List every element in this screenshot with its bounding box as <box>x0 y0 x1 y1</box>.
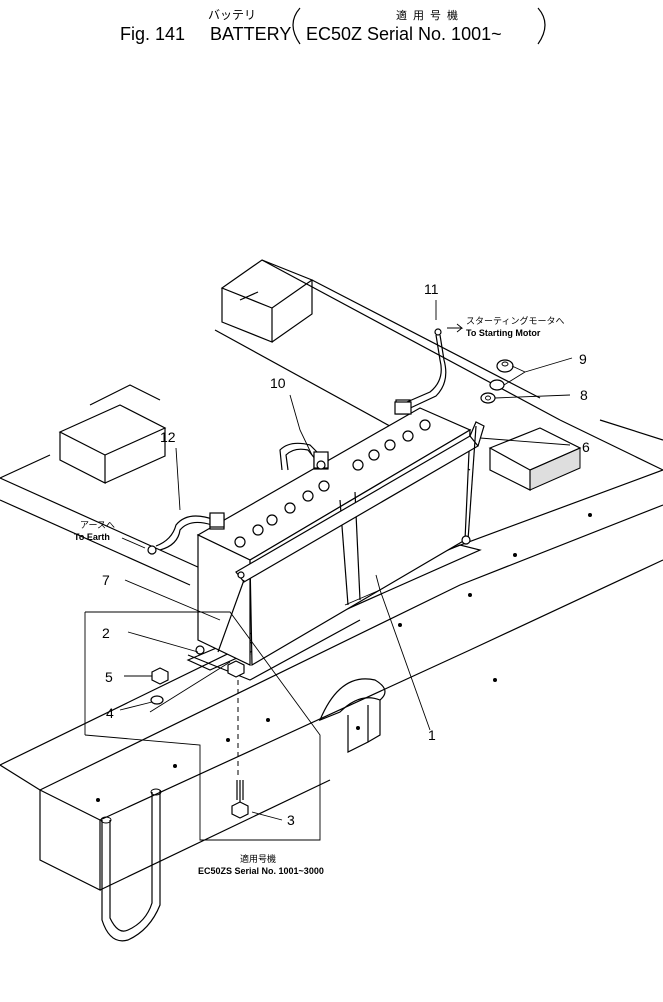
jumper-cable <box>279 442 321 471</box>
callout-6: 6 <box>582 439 590 455</box>
callout-11: 11 <box>424 281 439 297</box>
note-serial-ja: 適用号機 <box>240 853 276 865</box>
beam-holes <box>96 513 592 802</box>
callout-3: 3 <box>287 812 295 828</box>
title-ja: バッテリ <box>208 8 256 22</box>
callout-numbers: 1 2 3 4 5 6 7 8 9 10 11 12 <box>102 281 590 828</box>
note-starting-motor-en: To Starting Motor <box>466 328 541 338</box>
washer-8 <box>480 392 496 404</box>
earth-cable <box>159 521 213 551</box>
callout-1: 1 <box>428 727 436 743</box>
applicability-en: EC50Z Serial No. 1001~ <box>306 24 502 44</box>
lift-hook <box>318 678 386 753</box>
paren-close <box>537 7 546 45</box>
title-en: BATTERY <box>210 24 291 44</box>
callout-2: 2 <box>102 625 110 641</box>
washer-4 <box>150 695 164 705</box>
leader-lines <box>119 300 573 821</box>
battery-assembly <box>187 399 485 681</box>
paren-open <box>292 7 301 45</box>
notes: スターティングモータへ To Starting Motor アースへ To Ea… <box>74 315 564 876</box>
note-earth-en: To Earth <box>74 532 110 542</box>
loose-parts <box>150 359 514 819</box>
cell-caps <box>234 419 431 548</box>
title-block: バッテリ Fig. 141 BATTERY 適用号機 EC50Z Serial … <box>120 7 546 45</box>
chassis-frame <box>0 259 663 942</box>
callout-7: 7 <box>102 572 110 588</box>
serial-range-box <box>84 611 321 841</box>
note-serial-en: EC50ZS Serial No. 1001~3000 <box>198 866 324 876</box>
callout-5: 5 <box>105 669 113 685</box>
callout-4: 4 <box>106 705 114 721</box>
u-bolt <box>100 788 162 942</box>
note-starting-motor-ja: スターティングモータへ <box>466 315 564 327</box>
applicability-ja: 適用号機 <box>396 8 464 22</box>
callout-8: 8 <box>580 387 588 403</box>
callout-12: 12 <box>160 429 176 445</box>
nut-5 <box>151 667 169 685</box>
fig-label: Fig. 141 <box>120 24 185 44</box>
bolt-3 <box>231 780 249 819</box>
cables <box>147 328 447 555</box>
callout-10: 10 <box>270 375 286 391</box>
note-earth-ja: アースへ <box>80 521 115 531</box>
starter-cable <box>399 334 442 406</box>
callout-9: 9 <box>579 351 587 367</box>
battery-left-face <box>197 534 251 666</box>
